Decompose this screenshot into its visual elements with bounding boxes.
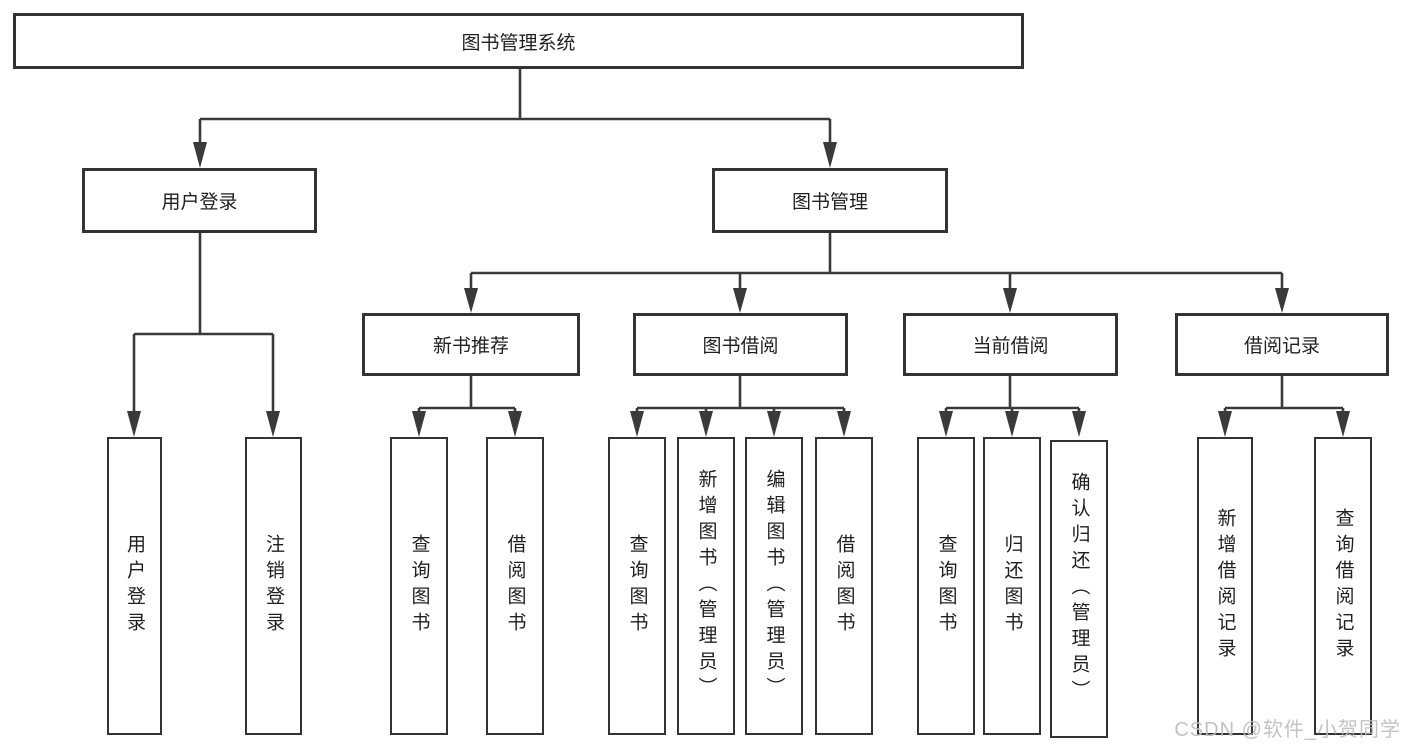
- node-label: 当前借阅: [972, 336, 1049, 357]
- arrowheads: [127, 142, 1350, 437]
- leaf-query-books-3: 查询图书: [917, 437, 975, 735]
- leaf-return-books: 归还图书: [983, 437, 1041, 735]
- node-label: 图书管理: [791, 192, 868, 213]
- connector-level3-to-leaves: [417, 376, 1345, 415]
- connector-userlogin-to-leaves: [132, 233, 275, 415]
- node-user-login: 用户登录: [82, 168, 317, 233]
- node-label: 借阅图书: [504, 534, 526, 638]
- node-label: 查询图书: [626, 534, 648, 638]
- leaf-user-login: 用户登录: [107, 437, 162, 735]
- connector-root-to-level2: [198, 69, 832, 146]
- node-label: 用户登录: [161, 192, 238, 213]
- node-library-system: 图书管理系统: [13, 13, 1024, 69]
- leaf-borrow-books-2: 借阅图书: [815, 437, 873, 735]
- connector-bookmgmt-to-level3: [469, 233, 1284, 291]
- leaf-query-books-1: 查询图书: [390, 437, 448, 735]
- node-book-management: 图书管理: [712, 168, 948, 233]
- node-label: 新增图书（管理员）: [695, 469, 717, 703]
- node-label: 图书管理系统: [461, 32, 576, 54]
- leaf-add-borrow-record: 新增借阅记录: [1197, 437, 1253, 735]
- node-label: 借阅图书: [833, 534, 855, 638]
- node-current-borrow: 当前借阅: [903, 313, 1118, 376]
- leaf-edit-books-admin: 编辑图书（管理员）: [745, 437, 803, 735]
- node-label: 图书借阅: [702, 336, 779, 357]
- node-label: 新增借阅记录: [1214, 508, 1236, 664]
- node-label: 查询图书: [408, 534, 430, 638]
- node-label: 查询借阅记录: [1332, 508, 1354, 664]
- leaf-logout: 注销登录: [245, 437, 302, 735]
- node-label: 归还图书: [1001, 534, 1023, 638]
- leaf-query-books-2: 查询图书: [608, 437, 666, 735]
- node-borrow-record: 借阅记录: [1175, 313, 1389, 376]
- leaf-add-books-admin: 新增图书（管理员）: [677, 437, 735, 735]
- node-label: 确认归还（管理员）: [1068, 472, 1090, 706]
- node-label: 借阅记录: [1243, 336, 1320, 357]
- leaf-query-borrow-record: 查询借阅记录: [1314, 437, 1372, 735]
- node-book-borrow: 图书借阅: [633, 313, 848, 376]
- node-label: 新书推荐: [432, 336, 509, 357]
- node-new-book-recommend: 新书推荐: [362, 313, 580, 376]
- node-label: 注销登录: [263, 534, 284, 638]
- node-label: 查询图书: [935, 534, 957, 638]
- leaf-borrow-books-1: 借阅图书: [486, 437, 544, 735]
- node-label: 用户登录: [124, 534, 145, 638]
- leaf-confirm-return-admin: 确认归还（管理员）: [1050, 440, 1108, 738]
- node-label: 编辑图书（管理员）: [763, 469, 785, 703]
